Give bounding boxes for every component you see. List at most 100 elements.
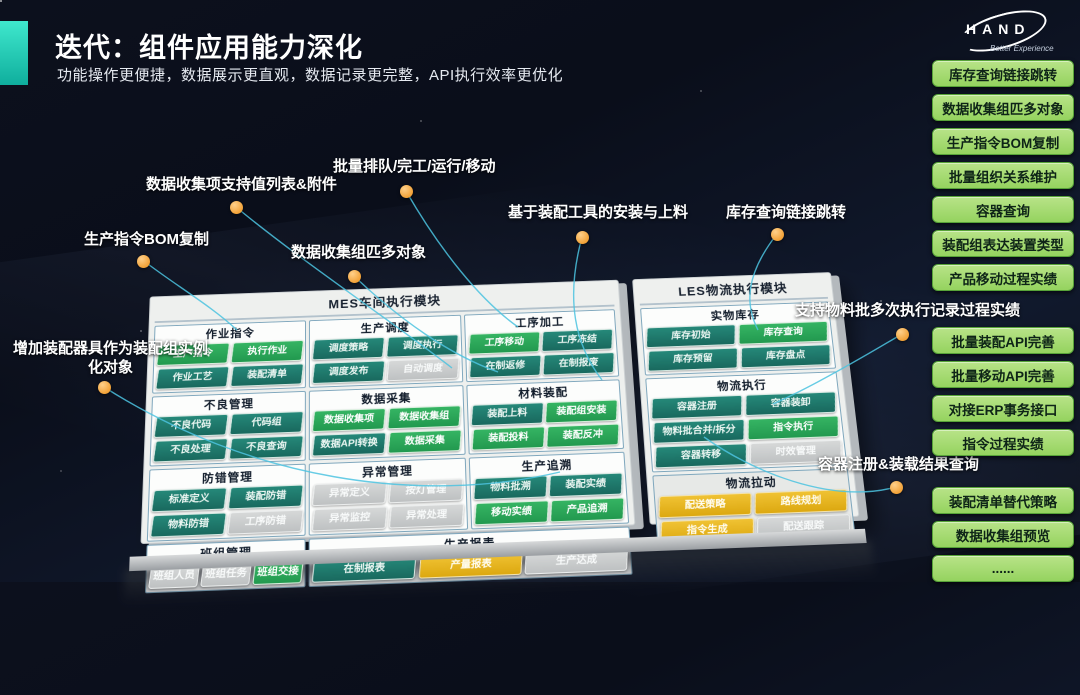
module-section-buttons: 库存初始 库存查询 库存预留 库存盘点 bbox=[645, 320, 831, 372]
callout-dot-icon bbox=[576, 231, 589, 244]
module-button: 路线规划 bbox=[754, 489, 848, 515]
module-button: 代码组 bbox=[228, 411, 304, 436]
feature-pill-label: 库存查询链接跳转 bbox=[949, 67, 1057, 83]
feature-pill: 批量组织关系维护 bbox=[932, 162, 1074, 189]
module-section-buttons: 配送策略 路线规划 指令生成 配送跟踪 bbox=[658, 489, 852, 544]
module-section-buttons: 在制报表 产量报表 生产达成 bbox=[311, 548, 628, 583]
callout-text: 支持物料批多次执行记录过程实绩 bbox=[795, 302, 1021, 319]
feature-pill: ...... bbox=[932, 555, 1074, 582]
feature-pill: 产品移动过程实绩 bbox=[932, 264, 1074, 291]
module-button: 工序冻结 bbox=[541, 328, 614, 352]
callout-text: 数据收集组匹多对象 bbox=[291, 244, 427, 261]
module-button: 调度策略 bbox=[312, 337, 385, 361]
module-button-label: 容器转移 bbox=[680, 448, 722, 462]
module-section: 异常管理 异常定义 按灯管理 异常监控 异常处理 bbox=[308, 457, 468, 536]
mes-panel: MES车间执行模块 作业指令 生产指令 执行作业 作业工艺 装配清单 生产调度 … bbox=[140, 279, 636, 594]
module-button: 装配清单 bbox=[229, 363, 304, 388]
module-button-label: 异常监控 bbox=[328, 511, 371, 525]
module-button-label: 容器装卸 bbox=[770, 396, 811, 410]
module-section: 不良管理 不良代码 代码组 不良处理 不良查询 bbox=[149, 390, 307, 467]
module-section: 数据采集 数据收集项 数据收集组 数据API转换 数据采集 bbox=[309, 385, 466, 461]
feature-pill-label: 批量组织关系维护 bbox=[949, 169, 1057, 185]
module-button-label: 工序移动 bbox=[483, 336, 524, 349]
module-button-label: 在制报废 bbox=[558, 357, 599, 369]
module-button-label: 产品追溯 bbox=[566, 502, 609, 516]
module-button-label: 容器注册 bbox=[676, 400, 717, 413]
feature-pill-label: 批量移动API完善 bbox=[951, 368, 1055, 384]
module-button: 装配防错 bbox=[227, 484, 304, 510]
module-button: 在制返修 bbox=[468, 354, 541, 379]
module-section-buttons: 班组人员 班组任务 班组交接 bbox=[148, 560, 303, 590]
module-button-label: 装配上料 bbox=[486, 407, 528, 420]
callout-text: 增加装配器具作为装配组实例化对象 bbox=[12, 340, 208, 376]
feature-pill-label: 容器查询 bbox=[976, 203, 1030, 219]
module-button-label: 数据API转换 bbox=[320, 437, 379, 451]
module-section-buttons: 装配上料 装配组安装 装配投料 装配反冲 bbox=[470, 399, 620, 451]
module-section-buttons: 物料批溯 装配实绩 移动实绩 产品追溯 bbox=[472, 472, 625, 526]
module-button: 班组交接 bbox=[251, 560, 303, 586]
callout-text: 生产指令BOM复制 bbox=[84, 231, 209, 248]
module-button: 数据采集 bbox=[387, 429, 462, 454]
feature-pill-list-mid: 批量装配API完善 批量移动API完善 对接ERP事务接口 指令过程实绩 bbox=[932, 327, 1074, 456]
module-button: 工序移动 bbox=[467, 331, 540, 355]
module-button-label: 生产达成 bbox=[555, 554, 598, 567]
module-diagram: MES车间执行模块 作业指令 生产指令 执行作业 作业工艺 装配清单 生产调度 … bbox=[140, 272, 860, 594]
module-button-label: 库存盘点 bbox=[765, 349, 806, 362]
module-button: 数据收集项 bbox=[311, 408, 387, 433]
callout-dot-icon bbox=[348, 270, 361, 283]
module-button-label: 不良查询 bbox=[245, 440, 287, 453]
module-button: 指令生成 bbox=[660, 517, 755, 544]
callout-text: 库存查询链接跳转 bbox=[726, 204, 847, 221]
feature-pill-label: 数据收集组预览 bbox=[955, 528, 1051, 544]
module-button-label: 装配投料 bbox=[487, 431, 529, 444]
module-button: 装配组安装 bbox=[545, 399, 618, 424]
module-button-label: 异常处理 bbox=[405, 508, 448, 522]
module-button-label: 在制返修 bbox=[484, 359, 526, 372]
module-button: 生产达成 bbox=[524, 548, 628, 575]
module-section: 工序加工 工序移动 工序冻结 在制返修 在制报废 bbox=[463, 309, 620, 383]
module-button: 容器转移 bbox=[654, 443, 748, 469]
module-button: 库存盘点 bbox=[740, 344, 831, 369]
module-button-label: 班组交接 bbox=[256, 565, 299, 579]
module-button: 在制报废 bbox=[542, 352, 615, 376]
module-button: 库存初始 bbox=[645, 324, 736, 349]
module-button: 调度发布 bbox=[312, 360, 386, 384]
module-button-label: 调度策略 bbox=[328, 342, 369, 354]
feature-pill-label: 对接ERP事务接口 bbox=[948, 402, 1058, 418]
feature-pill: 指令过程实绩 bbox=[932, 429, 1074, 456]
module-button-label: 自动调度 bbox=[402, 362, 444, 375]
module-section: 生产报表 在制报表 产量报表 生产达成 bbox=[308, 526, 633, 588]
feature-pill: 对接ERP事务接口 bbox=[932, 395, 1074, 422]
title-accent-bar bbox=[0, 21, 28, 85]
module-button-label: 调度执行 bbox=[402, 339, 443, 352]
module-section-buttons: 异常定义 按灯管理 异常监控 异常处理 bbox=[311, 478, 464, 532]
logo-text: HAND bbox=[966, 21, 1031, 37]
feature-pill-label: 指令过程实绩 bbox=[962, 436, 1044, 452]
page-subtitle: 功能操作更便捷，数据展示更直观，数据记录更完整，API执行效率更优化 bbox=[57, 67, 564, 84]
module-button-label: 库存初始 bbox=[671, 329, 711, 342]
feature-pill: 数据收集组预览 bbox=[932, 521, 1074, 548]
module-button-label: 在制报表 bbox=[343, 562, 386, 576]
module-button: 装配实绩 bbox=[548, 472, 623, 498]
module-button-label: 指令执行 bbox=[773, 421, 814, 434]
module-button-label: 物料防错 bbox=[167, 517, 210, 531]
module-section: 班组管理 班组人员 班组任务 班组交接 bbox=[144, 538, 306, 594]
feature-pill-label: 批量装配API完善 bbox=[951, 334, 1055, 350]
module-section-buttons: 标准定义 装配防错 物料防错 工序防错 bbox=[149, 484, 304, 538]
module-button-label: 工序冻结 bbox=[557, 333, 598, 346]
module-button: 异常处理 bbox=[388, 503, 464, 529]
module-button-label: 数据采集 bbox=[404, 434, 446, 447]
module-button: 物料防错 bbox=[149, 512, 227, 538]
module-button-label: 移动实绩 bbox=[490, 505, 532, 519]
module-button: 数据API转换 bbox=[311, 432, 387, 457]
module-section: 材料装配 装配上料 装配组安装 装配投料 装配反冲 bbox=[465, 379, 625, 455]
module-button-label: 配送策略 bbox=[684, 498, 726, 512]
module-button: 自动调度 bbox=[386, 357, 460, 382]
module-section: 生产调度 调度策略 调度执行 调度发布 自动调度 bbox=[309, 314, 463, 388]
feature-pill: 批量移动API完善 bbox=[932, 361, 1074, 388]
module-button: 指令执行 bbox=[747, 415, 839, 441]
module-button-label: 库存查询 bbox=[763, 326, 803, 338]
module-button-label: 物料批合并/拆分 bbox=[662, 423, 736, 438]
module-button-label: 不良处理 bbox=[169, 443, 212, 456]
module-button: 班组人员 bbox=[148, 564, 200, 590]
